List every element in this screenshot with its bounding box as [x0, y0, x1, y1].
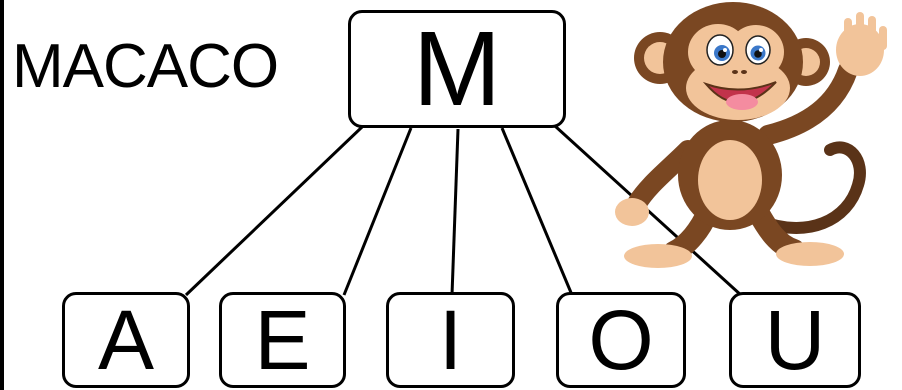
- monkey-icon: [615, 2, 887, 268]
- vowel-box-e: E: [219, 292, 346, 388]
- vowel-box-u: U: [729, 292, 861, 388]
- connector-line-o: [500, 127, 574, 296]
- word-label: MACACO: [12, 32, 279, 101]
- vowel-box-i: I: [386, 292, 515, 388]
- connector-line-a: [184, 125, 364, 297]
- vowel-box-o: O: [556, 292, 686, 388]
- left-border-line: [0, 0, 4, 390]
- vowel-letter: E: [254, 292, 311, 387]
- vowel-letter: U: [764, 292, 826, 387]
- vowel-letter: O: [588, 292, 654, 387]
- connector-line-e: [342, 127, 413, 296]
- main-letter-box: M: [348, 10, 566, 128]
- main-letter: M: [412, 9, 502, 128]
- vowel-letter: A: [97, 292, 155, 387]
- vowel-letter: I: [438, 292, 463, 387]
- vowel-box-a: A: [62, 292, 190, 388]
- connector-line-i: [450, 128, 460, 296]
